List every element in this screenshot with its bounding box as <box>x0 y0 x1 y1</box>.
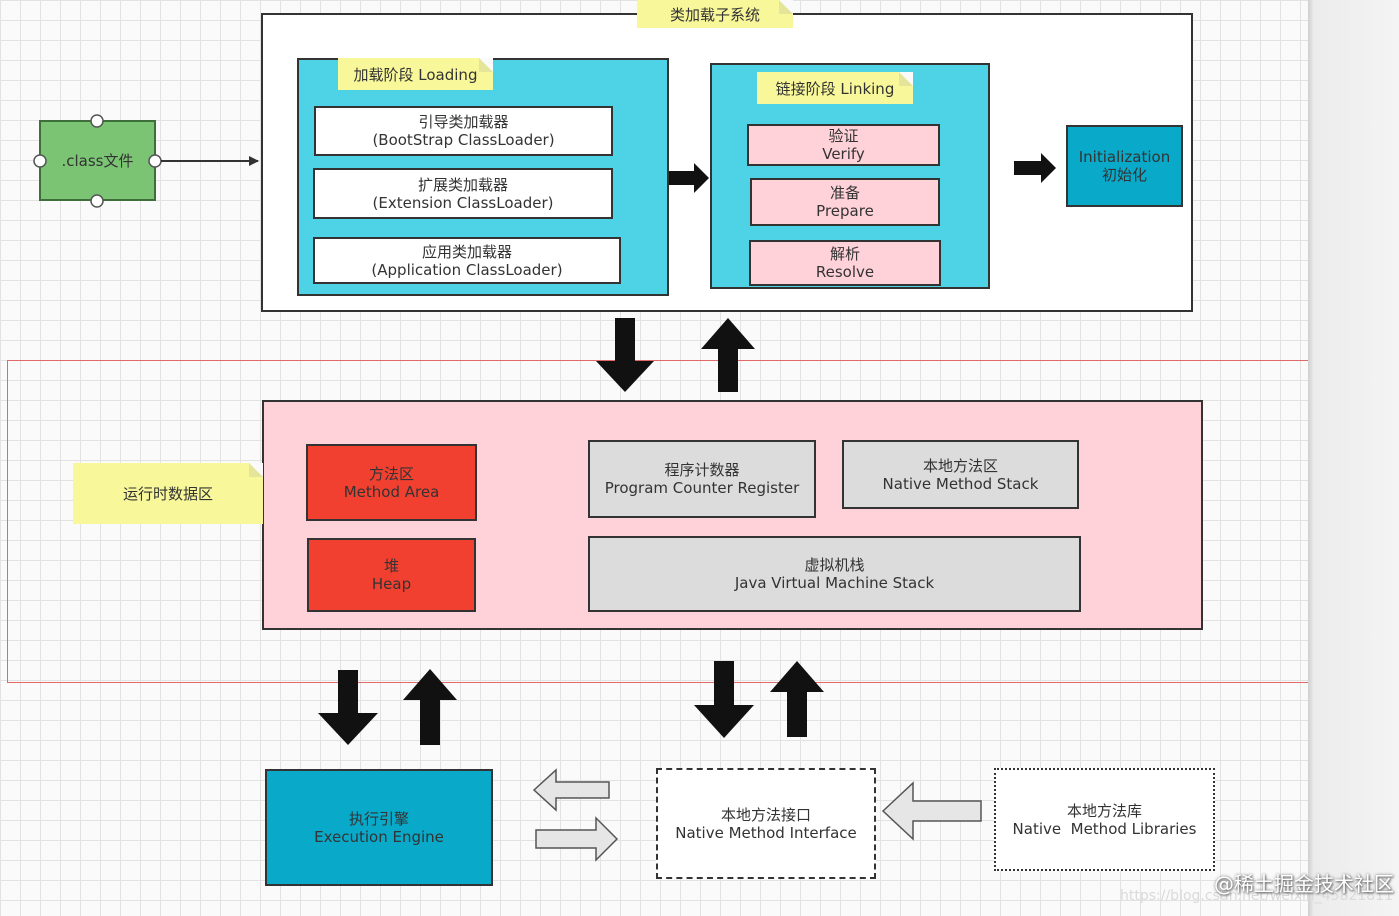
connection-point-left[interactable] <box>33 154 47 168</box>
subsystem-down-arrow <box>596 318 654 392</box>
native-method-libraries-box[interactable]: 本地方法库 Native Method Libraries <box>994 768 1215 871</box>
subsystem-up-arrow <box>701 318 755 392</box>
initialization-box[interactable]: Initialization 初始化 <box>1066 125 1183 207</box>
application-classloader-box[interactable]: 应用类加载器 (Application ClassLoader) <box>313 237 621 284</box>
loading-to-linking-arrow <box>669 163 709 193</box>
linking-stage-title: 链接阶段 Linking <box>757 72 913 104</box>
libraries-to-interface-arrow <box>881 781 982 841</box>
bootstrap-classloader-box[interactable]: 引导类加载器 (BootStrap ClassLoader) <box>314 106 613 156</box>
linking-to-initialization-arrow <box>1014 153 1056 183</box>
native-method-stack-box[interactable]: 本地方法区 Native Method Stack <box>842 440 1079 509</box>
connection-point-right[interactable] <box>148 154 162 168</box>
engine-to-interface-arrow <box>535 816 619 862</box>
class-loader-subsystem-title: 类加载子系统 <box>637 0 793 28</box>
engine-up-arrow <box>403 669 457 745</box>
csdn-url-watermark: https://blog.csdn.net/weixin_45821811 <box>1120 888 1394 904</box>
native-method-interface-box[interactable]: 本地方法接口 Native Method Interface <box>656 768 876 879</box>
heap-box[interactable]: 堆 Heap <box>307 538 476 612</box>
verify-box[interactable]: 验证 Verify <box>747 124 940 166</box>
prepare-box[interactable]: 准备 Prepare <box>750 178 940 226</box>
loading-stage-title: 加载阶段 Loading <box>338 58 493 90</box>
engine-down-arrow <box>318 670 378 745</box>
canvas-right-edge <box>1308 0 1399 916</box>
class-file-label: .class文件 <box>61 151 134 170</box>
pc-register-box[interactable]: 程序计数器 Program Counter Register <box>588 440 816 518</box>
connection-point-bottom[interactable] <box>90 194 104 208</box>
extension-classloader-box[interactable]: 扩展类加载器 (Extension ClassLoader) <box>313 168 613 219</box>
jvm-stack-box[interactable]: 虚拟机栈 Java Virtual Machine Stack <box>588 536 1081 612</box>
method-area-box[interactable]: 方法区 Method Area <box>306 444 477 521</box>
resolve-box[interactable]: 解析 Resolve <box>749 240 941 286</box>
juejin-watermark: @稀土掘金技术社区 <box>1214 872 1394 896</box>
interface-down-arrow <box>694 661 754 738</box>
class-file-node[interactable]: .class文件 <box>39 120 156 201</box>
execution-engine-box[interactable]: 执行引擎 Execution Engine <box>265 769 493 886</box>
interface-up-arrow <box>770 661 824 737</box>
interface-to-engine-arrow <box>532 768 610 812</box>
connection-point-top[interactable] <box>90 114 104 128</box>
runtime-data-area-title: 运行时数据区 <box>73 463 263 524</box>
